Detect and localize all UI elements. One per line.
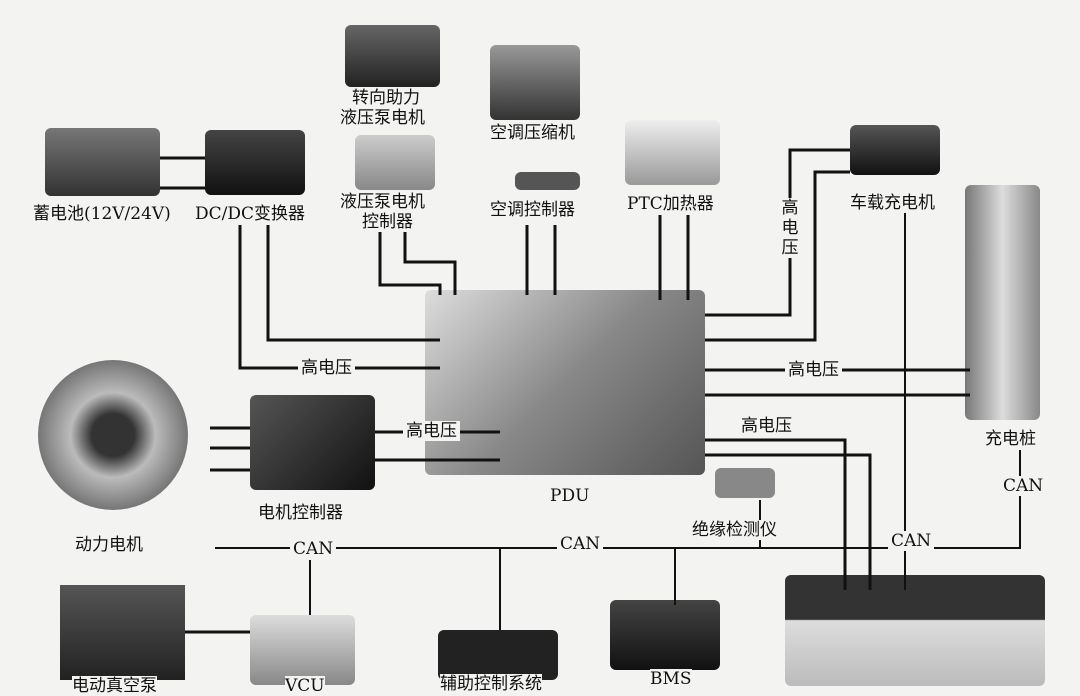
charging-pile-label: 充电桩 [985,429,1036,449]
motor-controller-image [250,395,375,490]
battery-12v-label: 蓄电池(12V/24V) [33,204,171,224]
onboard-charger-label: 车载充电机 [850,193,935,213]
steering-pump-motor-image [345,25,440,87]
battery-12v-image [45,128,160,196]
pump-controller-label-1: 液压泵电机 [340,192,425,212]
hv-battery-label: 高电压 [738,416,795,436]
ac-controller-image [515,172,580,190]
hv-motor-controller-label: 高电压 [403,421,460,441]
onboard-charger-image [850,125,940,175]
can-mid-label: CAN [557,534,604,554]
ptc-heater-label: PTC加热器 [627,194,714,214]
ac-compressor-image [490,45,580,120]
can-left-label: CAN [290,539,337,559]
steering-pump-motor-label-2: 液压泵电机 [340,108,425,128]
bms-label: BMS [650,669,692,689]
motor-controller-label: 电机控制器 [258,503,343,523]
pump-controller-image [355,135,435,190]
aux-control-image [438,630,558,680]
hv-right-label: 高电压 [785,360,842,380]
can-right-label: CAN [888,531,935,551]
vacuum-pump-image [60,585,185,680]
traction-motor-label: 动力电机 [75,535,143,555]
ptc-heater-image [625,120,720,185]
dcdc-converter-image [205,130,305,195]
steering-pump-motor-label-1: 转向助力 [352,88,420,108]
pdu-image [425,290,705,475]
ac-controller-label: 空调控制器 [490,200,575,220]
pdu-label: PDU [550,486,590,506]
ac-compressor-label: 空调压缩机 [490,123,575,143]
can-pile-label: CAN [1000,476,1047,496]
battery-pack-image [785,575,1045,686]
pump-controller-label-2: 控制器 [362,212,413,232]
charging-pile-image [965,185,1040,420]
vacuum-pump-label: 电动真空泵 [72,676,157,696]
vcu-label: VCU [285,676,325,696]
insulation-detector-label: 绝缘检测仪 [692,520,777,540]
bms-image [610,600,720,670]
traction-motor-image [38,360,188,510]
aux-control-label: 辅助控制系统 [440,674,542,694]
dcdc-converter-label: DC/DC变换器 [195,204,306,224]
insulation-detector-image [715,468,775,498]
hv-left-label: 高电压 [298,358,355,378]
hv-vertical-label: 高电压 [780,198,800,258]
vcu-image [250,615,355,685]
